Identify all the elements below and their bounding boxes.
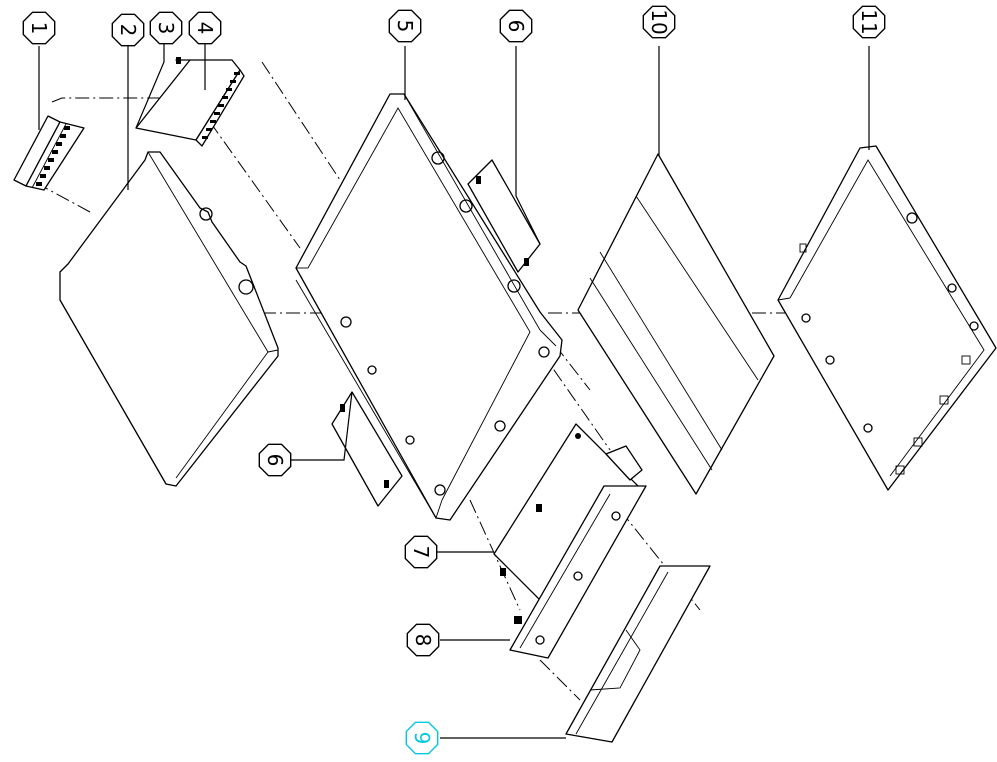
callout-balloon	[188, 11, 222, 45]
part-4-bracket	[135, 59, 245, 147]
part-2-drive	[59, 151, 279, 487]
part-10-cover	[577, 153, 775, 495]
callout-number: 8	[411, 634, 435, 647]
callout-balloon	[388, 9, 422, 43]
part-9-bezel	[565, 565, 711, 743]
part-6-side-plate-lower	[331, 391, 403, 507]
leader-lines	[38, 44, 870, 739]
callout-balloon	[852, 5, 886, 39]
callouts: 1 2 3 4 5 6 6 7 8 9 10 11	[22, 5, 886, 755]
callout-number: 7	[409, 546, 433, 559]
callout-6b: 6	[258, 443, 292, 477]
callout-number: 6	[263, 454, 287, 467]
part-5-frame	[295, 93, 563, 521]
callout-number: 4	[193, 22, 217, 35]
callout-balloon	[405, 721, 439, 755]
callout-number: 2	[116, 24, 140, 37]
callout-number: 1	[27, 22, 51, 35]
callout-balloon	[149, 11, 183, 45]
callout-number: 9	[410, 732, 434, 745]
callout-balloon	[22, 11, 56, 45]
callout-7: 7	[404, 535, 438, 569]
callout-balloon	[499, 9, 533, 43]
callout-9: 9	[405, 721, 439, 755]
callout-balloon	[404, 535, 438, 569]
callout-1: 1	[22, 11, 56, 45]
callout-4: 4	[188, 11, 222, 45]
callout-number: 3	[154, 22, 178, 35]
callout-8: 8	[406, 623, 440, 657]
callout-number: 6	[504, 20, 528, 33]
callout-number: 11	[857, 9, 881, 34]
part-1-connector	[13, 115, 85, 191]
callout-6a: 6	[499, 9, 533, 43]
callout-number: 5	[393, 20, 417, 33]
callout-number: 10	[647, 9, 671, 34]
callout-2: 2	[111, 13, 145, 47]
part-11-chassis	[777, 145, 997, 491]
callout-balloon	[258, 443, 292, 477]
callout-balloon	[111, 13, 145, 47]
callout-10: 10	[642, 5, 676, 39]
callout-3: 3	[149, 11, 183, 45]
callout-balloon	[642, 5, 676, 39]
callout-5: 5	[388, 9, 422, 43]
callout-11: 11	[852, 5, 886, 39]
callout-balloon	[406, 623, 440, 657]
part-8-front-bracket	[509, 485, 647, 659]
